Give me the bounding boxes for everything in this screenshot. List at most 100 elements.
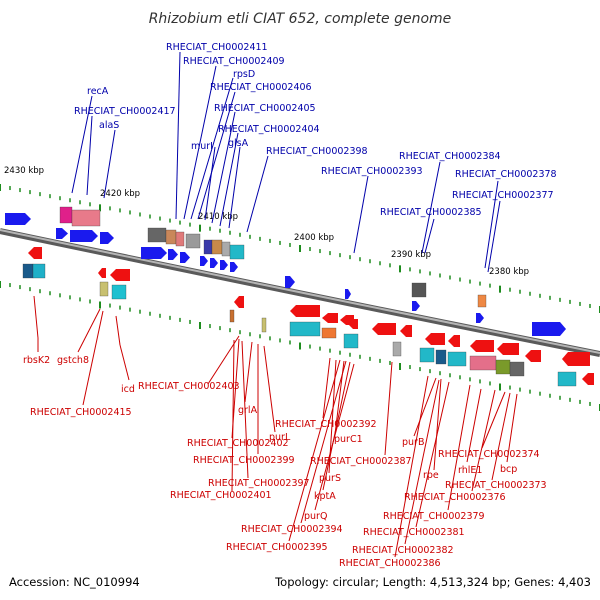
map-title: Rhizobium etli CIAT 652, complete genome [149, 11, 452, 27]
reverse-gene-arrow [98, 268, 106, 278]
feature-block [411, 282, 427, 298]
feature-block [229, 309, 235, 323]
forward-gene-arrow [230, 262, 238, 272]
scale-ticks [0, 184, 600, 411]
gene-label-bottom: RHECIAT_CH0002387 [310, 456, 412, 467]
forward-gene-arrow [56, 228, 68, 239]
gene-label-bottom: rpe [423, 470, 439, 481]
gene-label-top: RHECIAT_CH0002393 [321, 166, 423, 177]
forward-gene-arrow [200, 256, 208, 266]
feature-block [229, 244, 245, 260]
gene-label-bottom: RHECIAT_CH0002395 [226, 542, 328, 553]
reverse-gene-arrow [322, 313, 338, 323]
feature-block [321, 327, 337, 339]
reverse-gene-arrow [234, 296, 244, 308]
scale-labels: 2430 kbp 2420 kbp 2410 kbp 2400 kbp 2390… [4, 166, 529, 277]
gene-label-bottom: RHECIAT_CH0002397 [208, 478, 310, 489]
gene-label-bottom: rhlE1 [458, 465, 482, 476]
gene-label-bottom: icd [121, 384, 135, 395]
gene-label-bottom: rbsK2 [23, 355, 50, 366]
feature-block [221, 241, 231, 257]
gene-label-bottom: RHECIAT_CH0002403 [138, 381, 240, 392]
feature-block [435, 349, 447, 365]
feature-block [59, 206, 73, 224]
gene-label-bottom: RHECIAT_CH0002394 [241, 524, 343, 535]
feature-block [71, 209, 101, 227]
reverse-gene-arrow [400, 325, 412, 337]
reverse-gene-arrow [110, 269, 130, 281]
top-connectors [71, 51, 501, 273]
feature-block [469, 355, 497, 371]
reverse-gene-arrow [470, 340, 494, 352]
forward-gene-arrow [532, 322, 566, 336]
forward-gene-arrow [70, 230, 98, 242]
gene-label-top: RHECIAT_CH0002406 [210, 82, 312, 93]
gene-label-bottom: RHECIAT_CH0002399 [193, 455, 295, 466]
genome-summary-text: Topology: circular; Length: 4,513,324 bp… [274, 575, 591, 589]
gene-features [5, 206, 594, 387]
gene-label-bottom: RHECIAT_CH0002382 [352, 545, 454, 556]
reverse-gene-arrow [582, 373, 594, 385]
gene-label-top: RHECIAT_CH0002398 [266, 146, 368, 157]
gene-label-bottom: purB [402, 437, 424, 448]
reverse-gene-arrow [425, 333, 445, 345]
feature-block [261, 317, 267, 333]
gene-label-top: RHECIAT_CH0002417 [74, 106, 176, 117]
gene-label-top: RHECIAT_CH0002385 [380, 207, 482, 218]
feature-block [509, 361, 525, 377]
top-gene-labels: RHECIAT_CH0002411 RHECIAT_CH0002409 rpsD… [74, 42, 557, 218]
gene-label-top: RHECIAT_CH0002405 [214, 103, 316, 114]
reverse-gene-arrow [348, 319, 358, 329]
gene-label-bottom: bcp [500, 464, 517, 475]
gene-label-bottom: RHECIAT_CH0002373 [445, 480, 547, 491]
feature-block [99, 281, 109, 297]
gene-label-bottom: purQ [304, 511, 327, 522]
feature-block [392, 341, 402, 357]
accession-text: Accession: NC_010994 [9, 575, 140, 589]
forward-gene-arrow [476, 313, 484, 323]
feature-block [111, 284, 127, 300]
gene-label-bottom: RHECIAT_CH0002392 [275, 419, 377, 430]
gene-label-top: RHECIAT_CH0002404 [218, 124, 320, 135]
feature-block [419, 347, 435, 363]
scale-label: 2390 kbp [391, 250, 431, 260]
scale-label: 2430 kbp [4, 166, 44, 176]
gene-label-bottom: purL [269, 432, 291, 443]
forward-gene-arrow [345, 289, 351, 299]
gene-label-bottom: RHECIAT_CH0002386 [339, 558, 441, 569]
gene-label-top: recA [87, 86, 109, 97]
reverse-gene-arrow [290, 305, 320, 317]
gene-label-top: RHECIAT_CH0002384 [399, 151, 501, 162]
scale-label: 2420 kbp [100, 189, 140, 199]
feature-block [32, 263, 46, 279]
forward-gene-arrow [285, 276, 295, 288]
forward-gene-arrow [210, 258, 218, 268]
gene-label-bottom: grlA [238, 405, 258, 416]
forward-gene-arrow [220, 260, 228, 270]
gene-label-bottom: kptA [314, 491, 336, 502]
forward-gene-arrow [141, 247, 167, 259]
gene-label-top: alaS [99, 120, 119, 131]
forward-gene-arrow [412, 301, 420, 311]
reverse-gene-arrow [525, 350, 541, 362]
feature-block [477, 294, 487, 308]
gene-label-top: RHECIAT_CH0002411 [166, 42, 268, 53]
forward-gene-arrow [168, 249, 178, 260]
gene-label-bottom: purC1 [334, 434, 363, 445]
feature-block [22, 263, 34, 279]
reverse-gene-arrow [562, 352, 590, 366]
feature-block [343, 333, 359, 349]
feature-block [203, 239, 213, 255]
gene-label-bottom: RHECIAT_CH0002415 [30, 407, 132, 418]
gene-label-bottom: RHECIAT_CH0002379 [383, 511, 485, 522]
chromosome-backbone [0, 228, 600, 357]
gene-label-bottom: RHECIAT_CH0002381 [363, 527, 465, 538]
reverse-gene-arrow [28, 247, 42, 259]
feature-block [495, 359, 511, 375]
feature-block [211, 239, 223, 255]
bottom-gene-labels: rbsK2 gstch8 icd RHECIAT_CH0002415 RHECI… [23, 355, 547, 569]
reverse-gene-arrow [372, 323, 396, 335]
gene-label-top: RHECIAT_CH0002378 [455, 169, 557, 180]
gene-label-top: murI [191, 141, 213, 152]
